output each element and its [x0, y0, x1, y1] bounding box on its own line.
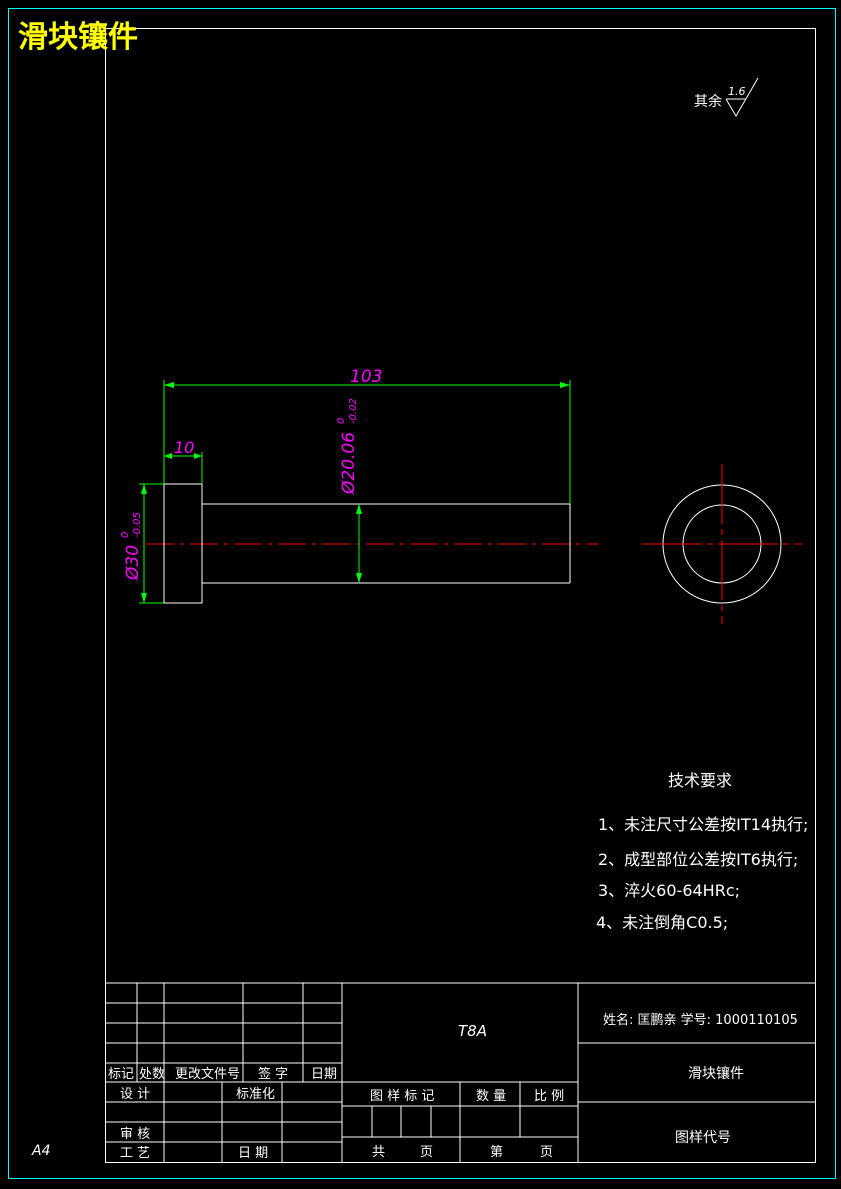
check-label: 审 核: [120, 1127, 150, 1142]
material-text: T8A: [458, 1022, 487, 1040]
rev-header-mark: 标记: [108, 1067, 134, 1082]
arrow-shank-up-icon: [356, 504, 362, 514]
requirement-item: 3、淬火60-64HRc;: [598, 881, 740, 900]
surface-finish-prefix: 其余: [694, 93, 722, 110]
part-side-view: [163, 483, 571, 604]
arrow-left-icon: [164, 382, 174, 388]
arrow-head-right-icon: [194, 453, 202, 459]
outer-sheet-border: [8, 8, 836, 1179]
drawing-number-label: 图样代号: [675, 1130, 731, 1146]
standardize-label: 标准化: [236, 1087, 275, 1102]
drawing-title: 滑块镶件: [18, 20, 138, 55]
num-label: 第: [490, 1145, 503, 1160]
design-label: 设 计: [120, 1087, 150, 1102]
part-end-view: [642, 464, 802, 624]
requirement-item: 4、未注倒角C0.5;: [596, 913, 728, 932]
arrow-shank-down-icon: [356, 573, 362, 583]
paper-size-label: A4: [31, 1143, 50, 1159]
page-label: 页: [540, 1145, 553, 1160]
requirement-item: 1、未注尺寸公差按IT14执行;: [598, 815, 808, 834]
requirements-heading: 技术要求: [668, 771, 732, 790]
head-dia-text: Ø30: [123, 545, 143, 581]
requirement-item: 2、成型部位公差按IT6执行;: [598, 850, 798, 869]
technical-requirements: 技术要求 1、未注尺寸公差按IT14执行; 2、成型部位公差按IT6执行; 3、…: [596, 771, 808, 932]
head-dia-lower-tol: -0.05: [132, 512, 143, 538]
rev-header-sign: 签 字: [258, 1066, 288, 1082]
arrow-down-icon: [141, 593, 147, 603]
rev-header-count: 处数: [139, 1067, 165, 1082]
title-block: [105, 982, 815, 1162]
mark-label: 图 样 标 记: [370, 1089, 434, 1104]
part-head: [163, 483, 203, 604]
qty-label: 数 量: [476, 1089, 506, 1104]
process-label: 工 艺: [120, 1146, 150, 1161]
part-name: 滑块镶件: [688, 1065, 744, 1082]
surface-finish-check-icon: [725, 77, 759, 117]
dimension-overall-length: 103: [163, 367, 571, 504]
head-dia-upper-tol: 0: [120, 532, 131, 538]
scale-label: 比 例: [534, 1089, 564, 1104]
date-label: 日 期: [238, 1146, 268, 1161]
title-block-text: 标记 处数 更改文件号 签 字 日期 设 计 标准化 审 核 工 艺 日 期 T…: [108, 1012, 798, 1161]
dimension-shank-diameter: Ø20.06 0 -0.02: [336, 398, 362, 583]
shank-dia-upper-tol: 0: [336, 418, 347, 424]
rev-header-date: 日期: [311, 1067, 337, 1082]
drawing-frame: [105, 28, 816, 1163]
rev-header-doc: 更改文件号: [175, 1067, 240, 1082]
dimension-head-length: 10: [164, 438, 203, 484]
sheet-label: 页: [420, 1145, 433, 1160]
surface-finish-value: 1.6: [728, 85, 746, 98]
shank-dia-text: Ø20.06: [339, 432, 359, 495]
head-length-text: 10: [174, 438, 194, 457]
arrow-up-icon: [141, 484, 147, 494]
arrow-right-icon: [560, 382, 570, 388]
total-label: 共: [372, 1145, 385, 1160]
arrow-head-left-icon: [164, 453, 172, 459]
shank-dia-lower-tol: -0.02: [348, 398, 359, 424]
surface-finish-symbol: 其余 1.6: [694, 77, 759, 117]
overall-length-text: 103: [350, 367, 382, 387]
dimension-head-diameter: Ø30 0 -0.05: [120, 483, 164, 604]
student-info: 姓名: 匡鹏亲 学号: 1000110105: [603, 1012, 798, 1028]
